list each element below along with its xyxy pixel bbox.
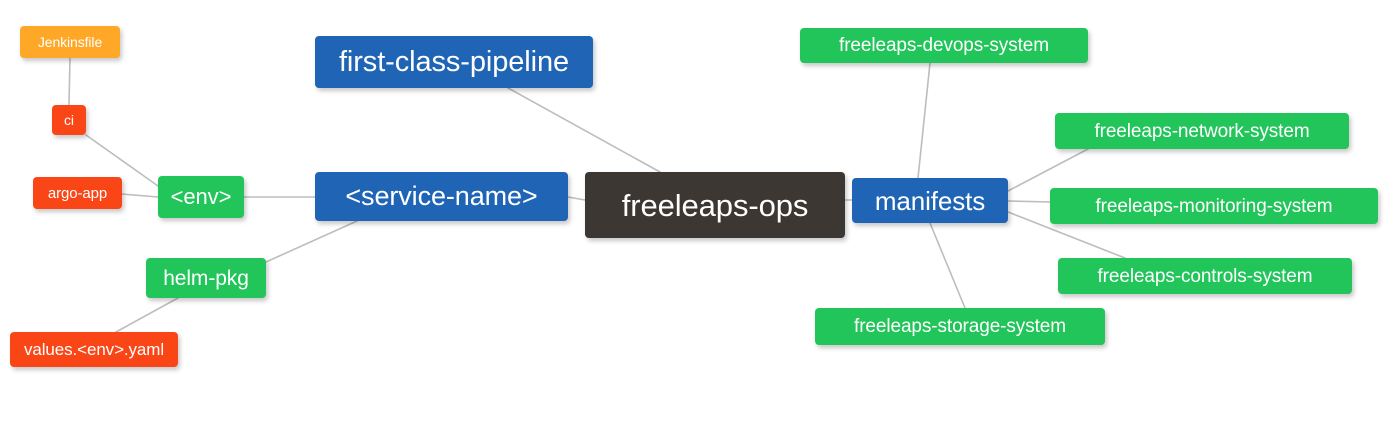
node-freeleaps-storage-system[interactable]: freeleaps-storage-system [815,308,1105,345]
node-first-class-pipeline[interactable]: first-class-pipeline [315,36,593,88]
node-label-jenkinsfile: Jenkinsfile [37,34,103,50]
edge-manifests-storage [929,222,966,309]
node-freeleaps-controls-system[interactable]: freeleaps-controls-system [1058,258,1352,294]
node-label-freeleaps-controls-system: freeleaps-controls-system [1097,265,1313,287]
node-label-argo-app: argo-app [47,184,108,202]
node-label-helm-pkg: helm-pkg [163,266,249,290]
node-ci[interactable]: ci [52,105,86,135]
node-label-freeleaps-monitoring-system: freeleaps-monitoring-system [1095,195,1333,217]
edge-manifests-monitor [1007,200,1051,203]
node-argo-app[interactable]: argo-app [33,177,122,209]
node-label-freeleaps-devops-system: freeleaps-devops-system [839,35,1049,56]
node-freeleaps-devops-system[interactable]: freeleaps-devops-system [800,28,1088,63]
edge-manifests-devops [917,62,931,179]
node-freeleaps-ops[interactable]: freeleaps-ops [585,172,845,238]
edge-jenkinsfile-ci [68,57,71,106]
node-service-name[interactable]: <service-name> [315,172,568,221]
node-label-first-class-pipeline: first-class-pipeline [338,45,570,78]
node-freeleaps-monitoring-system[interactable]: freeleaps-monitoring-system [1050,188,1378,224]
edge-argoapp-env [121,193,159,198]
node-label-freeleaps-ops: freeleaps-ops [621,187,809,223]
node-label-ci: ci [64,112,74,128]
edge-manifests-network [1007,148,1089,192]
node-label-freeleaps-storage-system: freeleaps-storage-system [854,316,1066,337]
node-label-env: <env> [170,184,232,209]
node-helm-pkg[interactable]: helm-pkg [146,258,266,298]
edge-helmpkg-servicename [265,220,358,263]
node-manifests[interactable]: manifests [852,178,1008,223]
edge-servicename-ops [567,196,586,201]
node-label-freeleaps-network-system: freeleaps-network-system [1094,120,1310,142]
node-jenkinsfile[interactable]: Jenkinsfile [20,26,120,58]
edge-values-helmpkg [115,297,179,333]
edge-pipeline-ops [507,87,661,173]
node-label-service-name: <service-name> [345,181,538,211]
node-label-manifests: manifests [874,185,986,216]
node-label-values-env-yaml: values.<env>.yaml [23,340,165,359]
node-freeleaps-network-system[interactable]: freeleaps-network-system [1055,113,1349,149]
node-values-env-yaml[interactable]: values.<env>.yaml [10,332,178,367]
node-env[interactable]: <env> [158,176,244,218]
